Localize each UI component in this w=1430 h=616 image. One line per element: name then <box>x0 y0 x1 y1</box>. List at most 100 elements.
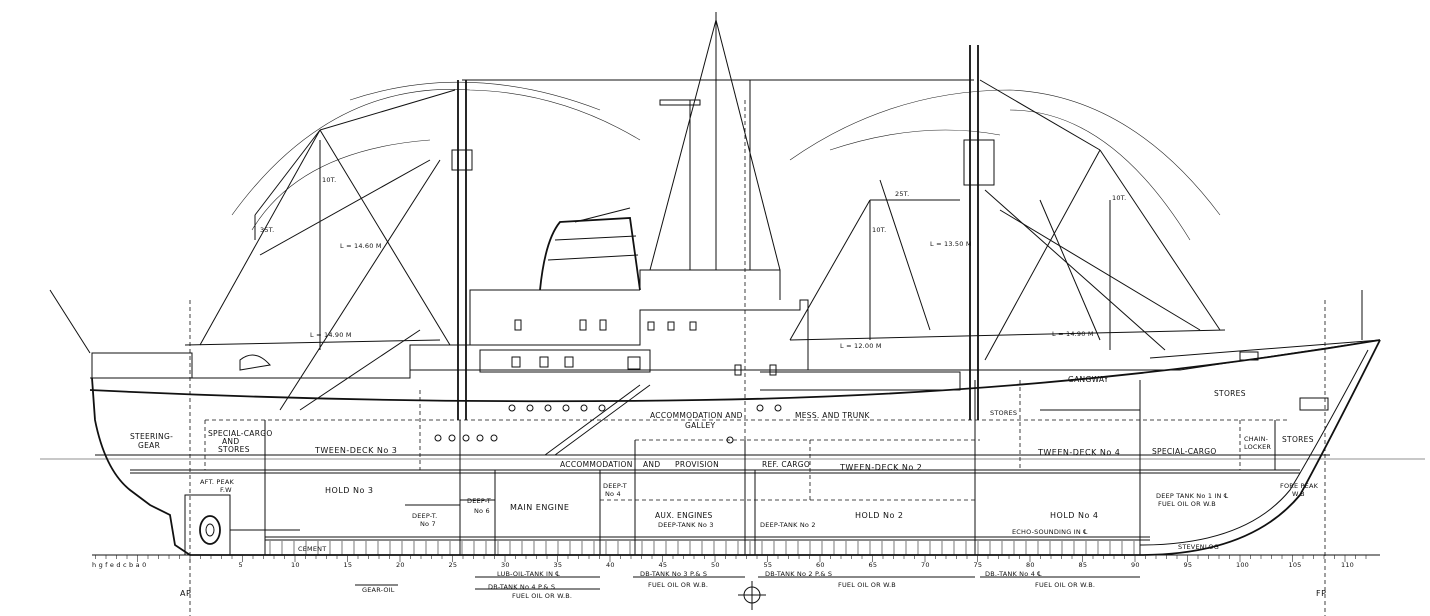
frame-label: 35 <box>554 561 563 569</box>
svg-text:F.W: F.W <box>220 486 232 494</box>
label-aft-mast-swl: 10T. <box>322 176 336 184</box>
frame-label: 90 <box>1131 561 1140 569</box>
svg-text:GALLEY: GALLEY <box>685 421 716 430</box>
label-special-cargo-aft: SPECIAL-CARGO <box>208 429 273 438</box>
label-db2: DB-TANK No 2 P.& S <box>765 570 832 578</box>
svg-text:LOCKER: LOCKER <box>1244 443 1271 451</box>
svg-text:W.B: W.B <box>1292 490 1305 498</box>
label-db3: DB-TANK No 3 P.& S <box>640 570 707 578</box>
frame-label: 95 <box>1184 561 1193 569</box>
label-echo-sounding: ECHO-SOUNDING IN ℄ <box>1012 528 1088 536</box>
label-deep-t-6: DEEP-T <box>467 497 491 505</box>
hull <box>40 339 1425 556</box>
label-gangway: GANGWAY <box>1068 375 1109 384</box>
superstructure <box>239 207 1329 456</box>
frame-label: 45 <box>659 561 668 569</box>
label-tween-deck-2: TWEEN-DECK No 2 <box>839 463 922 472</box>
label-provision: PROVISION <box>675 460 719 469</box>
label-ref-cargo: REF. CARGO <box>762 460 810 469</box>
label-accommodation-galley: ACCOMMODATION AND <box>650 411 743 420</box>
label-gear-oil: GEAR-OIL <box>362 586 395 594</box>
bulkheads <box>204 380 1290 555</box>
label-lub-oil: LUB-OIL-TANK IN ℄ <box>497 570 560 578</box>
label-deep-tank-2: DEEP-TANK No 2 <box>760 521 816 529</box>
frame-label: 85 <box>1079 561 1088 569</box>
label-fwd-boom: L = 14.90 M <box>1052 330 1094 338</box>
frame-label: 15 <box>344 561 353 569</box>
label-aux-engines: AUX. ENGINES <box>655 511 713 520</box>
label-stevenlog: STEVENLOG <box>1178 543 1219 551</box>
label-steering-gear: STEERING- <box>130 432 173 441</box>
label-tween-deck-3: TWEEN-DECK No 3 <box>314 446 397 455</box>
frame-label: 55 <box>764 561 773 569</box>
frame-label: 30 <box>501 561 510 569</box>
frame-label: 65 <box>869 561 878 569</box>
label-cement: CEMENT <box>298 545 326 553</box>
masts-and-rigging <box>49 12 1363 616</box>
compartment-labels: STEERING- GEAR SPECIAL-CARGO AND STORES … <box>130 375 1319 553</box>
label-stores-mid: STORES <box>990 409 1017 417</box>
svg-text:No 7: No 7 <box>420 520 436 528</box>
label-deep-tank-1: DEEP TANK No 1 IN ℄ <box>1156 492 1229 500</box>
rudder-propeller <box>184 494 300 556</box>
label-db1-fuel: FUEL OIL OR W.B. <box>1035 581 1095 589</box>
frame-label: 40 <box>606 561 615 569</box>
label-hold-4: HOLD No 4 <box>1050 511 1098 520</box>
label-aft-peak: AFT. PEAK <box>200 478 234 486</box>
frame-label: 100 <box>1236 561 1249 569</box>
double-bottom-frames <box>269 541 1135 555</box>
derrick-labels: 35T. 10T. L = 14.60 M L = 14.90 M 10T. L… <box>260 176 1126 350</box>
frame-label: 110 <box>1341 561 1354 569</box>
frame-label: 5 <box>239 561 243 569</box>
label-db4-fuel: FUEL OIL OR W.B. <box>512 592 572 600</box>
label-deep-t-7: DEEP-T. <box>412 512 437 520</box>
label-fwd-swl-b: 10T. <box>1112 194 1126 202</box>
label-db1: DB.-TANK No 4 ℄ <box>985 570 1042 578</box>
label-stores-fwd-low: STORES <box>1282 435 1314 444</box>
frame-label: 60 <box>816 561 825 569</box>
label-fwd-mast-long: L = 13.50 M <box>930 240 972 248</box>
label-deep-t-4: DEEP-T <box>603 482 627 490</box>
svg-text:No 4: No 4 <box>605 490 621 498</box>
label-ap: AP <box>180 589 191 598</box>
label-mid-boom: L = 12.00 M <box>840 342 882 350</box>
label-db4: DB-TANK No 4 P.& S <box>488 583 555 591</box>
label-fp: FP <box>1316 589 1326 598</box>
label-tween-deck-4: TWEEN-DECK No 4 <box>1037 448 1120 457</box>
frame-label: 25 <box>449 561 458 569</box>
label-mess-trunk: MESS. AND TRUNK <box>795 411 870 420</box>
derrick-arcs <box>231 81 1221 241</box>
label-mid-swl: 10T. <box>872 226 886 234</box>
label-accommodation: ACCOMMODATION <box>560 460 633 469</box>
svg-text:FUEL OIL OR W.B: FUEL OIL OR W.B <box>1158 500 1216 508</box>
label-db3-fuel: FUEL OIL OR W.B. <box>648 581 708 589</box>
frame-scale: h g f e d c b a 0 5 10 15 20 25 30 35 40 45 50 55 6… <box>92 554 1380 598</box>
svg-text:AND: AND <box>222 437 239 446</box>
label-stores-fwd-high: STORES <box>1214 389 1246 398</box>
frame-label: 75 <box>974 561 983 569</box>
label-main-engine: MAIN ENGINE <box>510 503 569 512</box>
frame-label: 50 <box>711 561 720 569</box>
frame-letters: h g f e d c b a 0 <box>92 561 146 569</box>
tank-annotations: GEAR-OIL LUB-OIL-TANK IN ℄ DB-TANK No 4 … <box>355 570 1140 610</box>
svg-text:No 6: No 6 <box>474 507 490 515</box>
frame-label: 80 <box>1026 561 1035 569</box>
label-special-cargo-fwd: SPECIAL-CARGO <box>1152 447 1217 456</box>
frame-label: 70 <box>921 561 930 569</box>
label-deep-tank-3: DEEP-TANK No 3 <box>658 521 714 529</box>
svg-text:STORES: STORES <box>218 445 250 454</box>
label-db2-fuel: FUEL OIL OR W.B <box>838 581 896 589</box>
label-aft-swl: 35T. <box>260 226 274 234</box>
label-hold-3: HOLD No 3 <box>325 486 373 495</box>
label-fore-peak: FORE PEAK <box>1280 482 1319 490</box>
label-hold-2: HOLD No 2 <box>855 511 903 520</box>
label-aft-long: L = 14.60 M <box>340 242 382 250</box>
label-aft-boom: L = 14.90 M <box>310 331 352 339</box>
label-fwd-swl-a: 25T. <box>895 190 909 198</box>
frame-label: 10 <box>291 561 300 569</box>
svg-text:AND: AND <box>643 460 660 469</box>
frame-label: 105 <box>1289 561 1302 569</box>
frame-label: 20 <box>396 561 405 569</box>
label-chain-locker: CHAIN- <box>1244 435 1269 443</box>
